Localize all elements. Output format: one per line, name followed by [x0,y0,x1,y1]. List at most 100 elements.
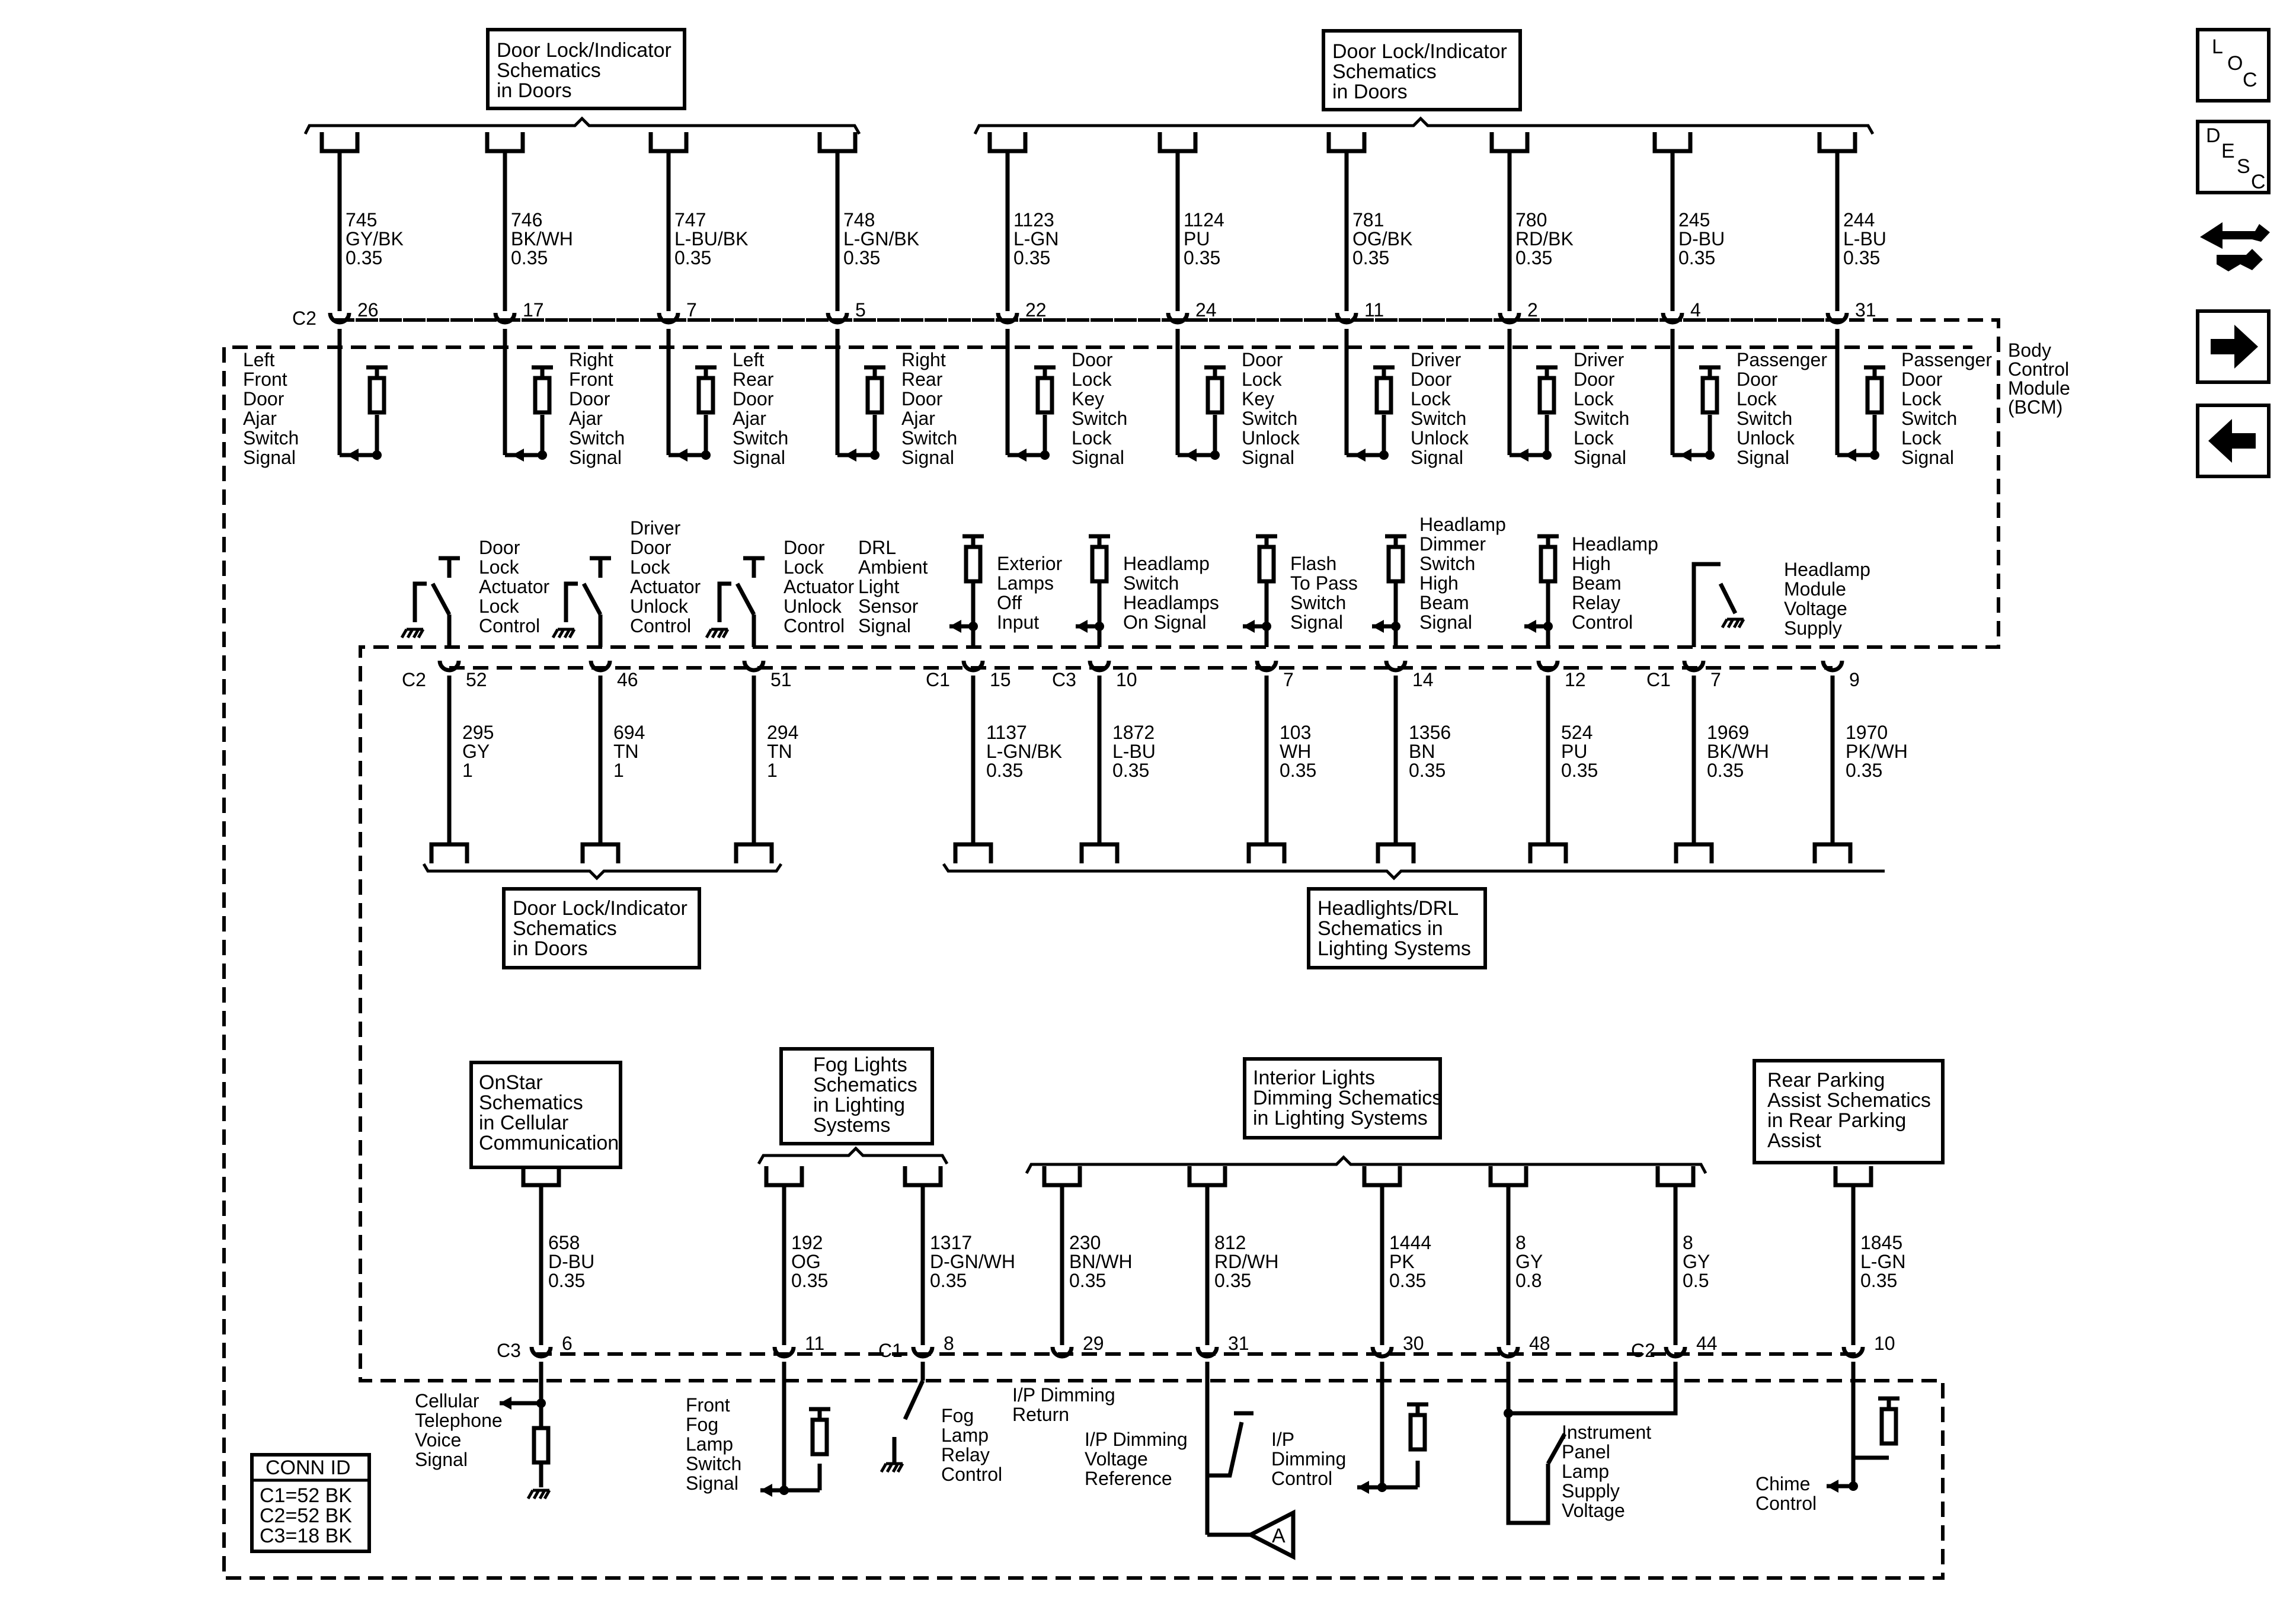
signal-text: Lock [1737,388,1777,409]
top-wire-group: 745GY/BK0.3526C2LeftFrontDoorAjarSwitchS… [243,132,1992,468]
signal-text: Switch [569,427,625,449]
circuit-number: 524 [1561,722,1593,743]
signal-text: Lock [1411,388,1451,409]
pin-cup [772,1346,796,1359]
interior-brace [1025,1155,1707,1174]
resistor-icon [696,376,715,415]
connector-bracket [903,1166,943,1188]
wire-size: 1 [462,760,473,781]
pin-number: 22 [1025,299,1047,321]
top-right-reference[interactable]: Door Lock/Indicator Schematics in Doors [1322,29,1522,111]
pin-cup [1050,1346,1074,1359]
circuit-number: 1969 [1707,722,1749,743]
top-left-reference[interactable]: Door Lock/Indicator Schematics in Doors [486,28,686,110]
signal-text: Control [941,1464,1002,1485]
connector-bracket [1528,842,1568,863]
signal-text: Door [901,388,943,409]
ref-line: in Cellular [479,1112,568,1134]
pin-number: 11 [1364,299,1384,321]
pin-number: 7 [1283,669,1294,690]
wire-size: 0.35 [1561,760,1598,781]
top-wire-1123: 1123L-GN0.3522DoorLockKeySwitchLockSigna… [987,132,1127,468]
signal-text: Flash [1290,553,1336,574]
pin-number: 8 [944,1333,954,1354]
wire-color: PU [1184,228,1210,249]
loc-letter: L [2212,36,2223,58]
connector-bracket [1674,842,1714,863]
pin-cup [1166,312,1189,325]
signal-text: Headlamp [1123,553,1210,574]
signal-text: Ajar [243,408,277,429]
signal-text: Door [1072,349,1113,370]
signal-text: Passenger [1901,349,1992,370]
rear-parking-reference[interactable]: Rear Parking Assist Schematics in Rear P… [1753,1059,1945,1164]
conn-id-row: C1=52 BK [260,1484,352,1507]
loc-button[interactable]: L O C [2196,28,2271,103]
resistor-icon [1879,1407,1898,1446]
signal-text: Signal [1242,447,1294,468]
signal-text: Driver [1411,349,1462,370]
wire-size: 0.5 [1683,1270,1709,1291]
connector-icon[interactable] [2200,222,2270,271]
fog-reference[interactable]: Fog Lights Schematics in Lighting System… [779,1047,934,1145]
signal-text: Ambient [858,556,928,578]
signal-text: Front [569,369,613,390]
fog-brace [757,1146,949,1165]
switch-contact [581,582,603,616]
signal-text: Switch [1574,408,1629,429]
resistor-icon [810,1417,829,1457]
connector-id: C1 [1646,669,1671,690]
desc-button[interactable]: D E S C [2196,120,2271,194]
connector-bracket [1246,842,1287,863]
wire-color: D-BU [548,1251,594,1272]
loc-letter: O [2227,52,2243,75]
next-arrow-button[interactable] [2196,309,2271,384]
mid-doors-reference[interactable]: Door Lock/Indicator Schematics in Doors [502,887,701,969]
wire-color: BK/WH [511,228,573,249]
splice-a[interactable]: A [1246,1509,1296,1560]
signal-text: Switch [1242,408,1297,429]
resistor-icon [1386,545,1405,584]
signal-text: Door [1411,369,1452,390]
mid-lights-reference[interactable]: Headlights/DRL Schematics in Lighting Sy… [1307,887,1487,969]
switch-contact [430,582,452,616]
signal-text: Switch [243,427,299,449]
pin-cup [1255,660,1278,673]
splice-a-triangle [1246,1509,1296,1560]
arrow-left-icon [1524,620,1536,633]
ref-line: Schematics [479,1092,583,1114]
wire-size: 0.35 [843,247,880,268]
signal-text: Off [997,592,1022,613]
arrow-left-icon [1243,620,1255,633]
circuit-number: 294 [767,722,798,743]
resistor-icon [367,376,386,415]
signal-text: Lamp [1562,1461,1609,1482]
signal-text: Switch [1072,408,1127,429]
internal-wire [1508,1362,1678,1416]
signal-text: Return [1012,1404,1069,1425]
pin-number: 29 [1083,1333,1104,1354]
signal-text: Switch [686,1453,741,1474]
connector-bracket [1362,1166,1402,1188]
onstar-reference[interactable]: OnStar Schematics in Cellular Communicat… [469,1061,622,1169]
ref-line: Schematics in [1318,917,1443,940]
connector-bracket [1489,132,1530,153]
connector-id-table: CONN ID C1=52 BK C2=52 BK C3=18 BK [250,1453,371,1553]
signal-text: Dimming [1271,1448,1346,1470]
previous-arrow-button[interactable] [2196,404,2271,478]
signal-text: Signal [1737,447,1789,468]
ref-line: Rear Parking [1767,1069,1885,1092]
interior-reference[interactable]: Interior Lights Dimming Schematics in Li… [1243,1057,1442,1140]
ref-line: in Lighting Systems [1253,1107,1428,1129]
pin-cup [493,312,517,325]
signal-text: Signal [415,1449,468,1470]
loc-letter: C [2243,69,2257,91]
signal-text: Front [243,369,287,390]
previous-arrow-icon [2208,419,2256,463]
